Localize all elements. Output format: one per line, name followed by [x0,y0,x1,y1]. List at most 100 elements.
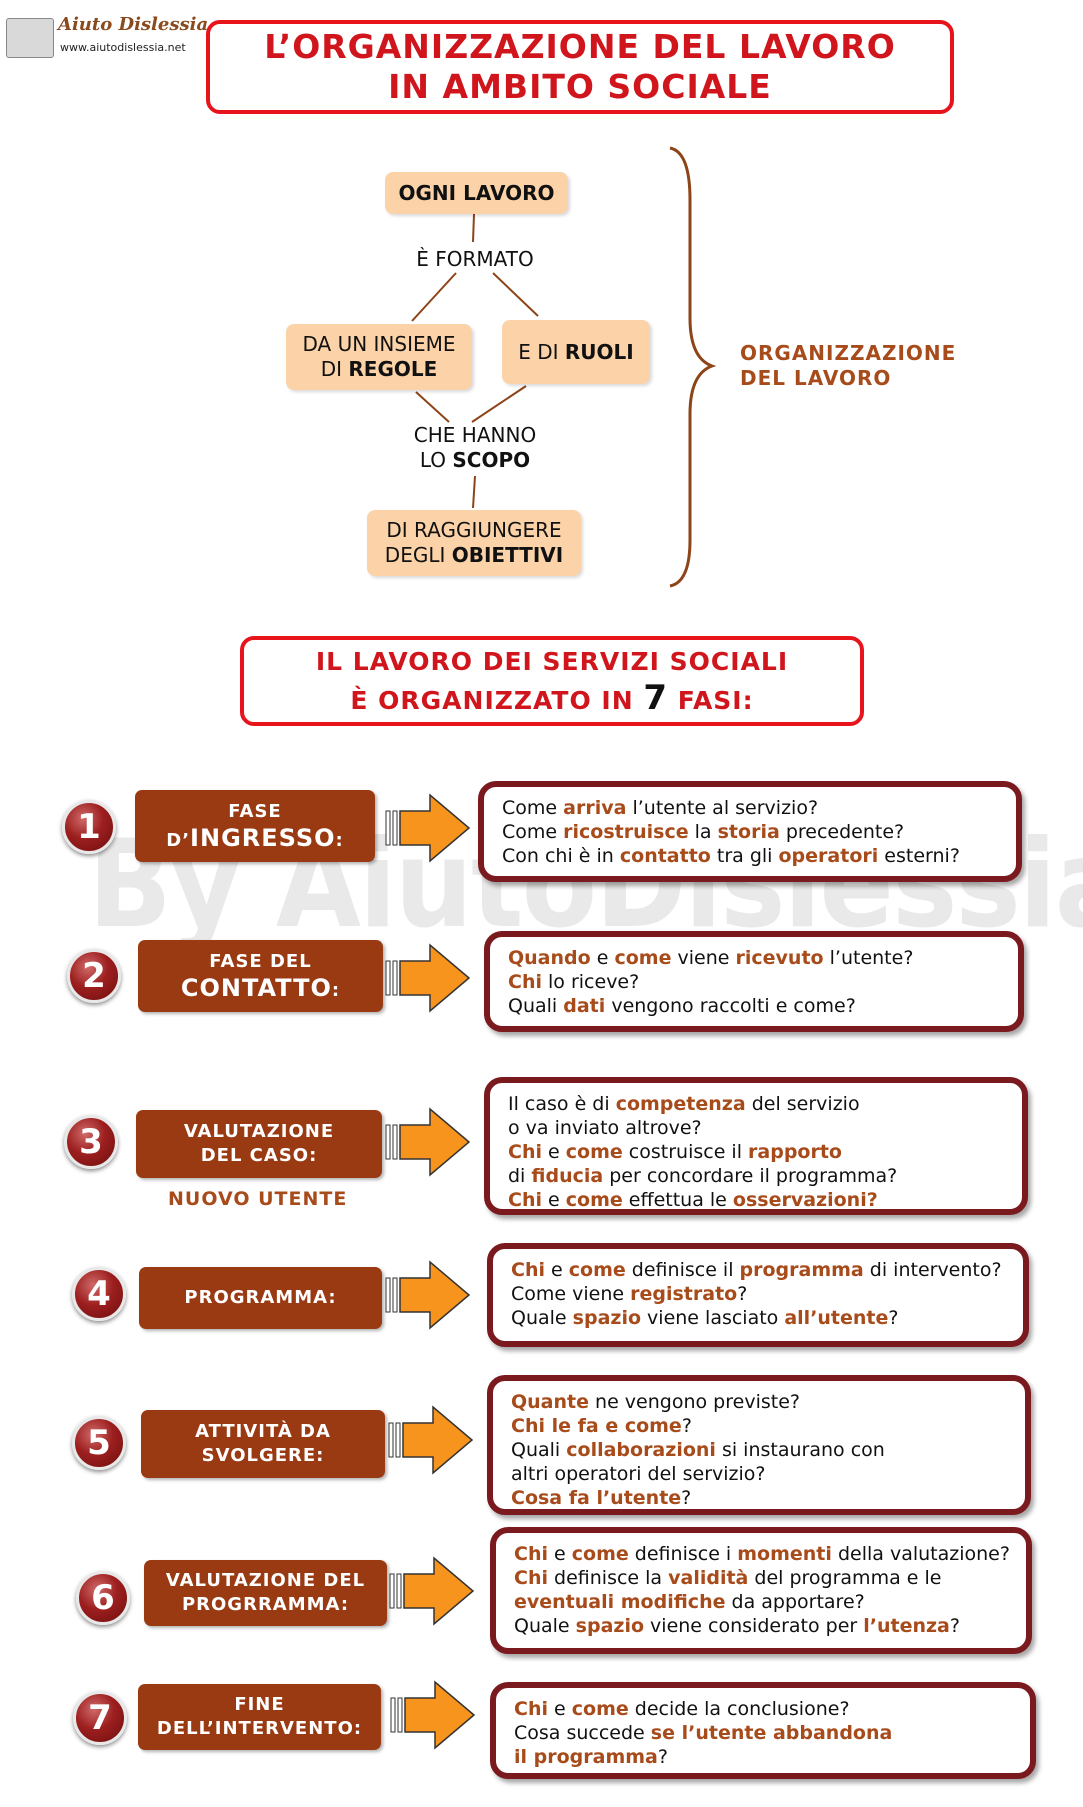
question-line: eventuali modifiche da apportare? [514,1590,1026,1614]
questions-box-1: Come arriva l’utente al servizio?Come ri… [478,781,1022,882]
phase-label-5: ATTIVITÀ DA SVOLGERE: [141,1410,385,1478]
keyword: all’utente [784,1307,889,1329]
question-text: esterni? [878,845,960,867]
question-text: costruisce il [622,1141,749,1163]
keyword: come [568,1259,626,1281]
question-text: del programma e le [748,1567,942,1589]
connector-line [472,213,475,243]
question-text: Come viene [511,1283,631,1305]
question-line: altri operatori del servizio? [511,1462,1025,1486]
keyword: Chi [514,1567,548,1589]
question-text: Quale [511,1307,573,1329]
connector-line [411,272,457,322]
keyword: collaborazioni [566,1439,716,1461]
question-text: per concordare il programma? [603,1165,898,1187]
subtitle-box: IL LAVORO DEI SERVIZI SOCIALI È ORGANIZZ… [240,636,864,726]
question-text: ? [949,1615,960,1637]
question-line: Cosa succede se l’utente abbandona [514,1721,1030,1745]
keyword: osservazioni? [732,1189,878,1211]
keyword: Chi [514,1698,548,1720]
question-text: Il caso è di [508,1093,616,1115]
question-text: Come [502,821,564,843]
keyword: se l’utente abbandona [650,1722,893,1744]
question-text: Cosa succede [514,1722,651,1744]
keyword: eventuali modifiche [514,1591,726,1613]
question-text: Come [502,797,564,819]
subtitle-line-1: IL LAVORO DEI SERVIZI SOCIALI [315,646,789,676]
question-line: Cosa fa l’utente? [511,1486,1025,1509]
question-text: si instaurano con [715,1439,885,1461]
question-text: e [541,1189,566,1211]
question-text: definisce il [625,1259,740,1281]
question-line: Quale spazio viene lasciato all’utente? [511,1306,1023,1330]
title-line-2: IN AMBITO SOCIALE [388,67,772,106]
question-text: ? [888,1307,899,1329]
questions-box-5: Quante ne vengono previste?Chi le fa e c… [487,1375,1031,1515]
question-line: Chi le fa e come? [511,1414,1025,1438]
question-line: Quali dati vengono raccolti e come? [508,994,1018,1018]
keyword: ricostruisce [563,821,689,843]
connector-line [492,272,539,317]
keyword: spazio [575,1615,645,1637]
phase-number-3: 3 [64,1115,118,1169]
keyword: come [565,1189,623,1211]
keyword: come [571,1698,629,1720]
keyword: Quando [508,947,591,969]
arrow-icon [385,1260,471,1330]
question-line: Chi definisce la validità del programma … [514,1566,1026,1590]
page-title: L’ORGANIZZAZIONE DEL LAVORO IN AMBITO SO… [206,20,954,114]
logo-title: Aiuto Dislessia [58,14,209,35]
question-line: Il caso è di competenza del servizio [508,1092,1022,1116]
question-text: ne vengono previste? [589,1391,800,1413]
label-e-formato: È FORMATO [416,247,534,271]
question-text: viene lasciato [641,1307,785,1329]
keyword: Chi [511,1259,545,1281]
keyword: Chi le fa e come [511,1415,682,1437]
node-ogni-lavoro: OGNI LAVORO [385,172,568,214]
questions-box-4: Chi e come definisce il programma di int… [487,1243,1029,1347]
phase-number-5: 5 [72,1416,126,1470]
keyword: momenti [737,1543,832,1565]
keyword: competenza [615,1093,746,1115]
arrow-icon [385,1107,471,1177]
subtitle-line-2: È ORGANIZZATO IN 7 FASI: [350,677,754,718]
keyword: operatori [778,845,879,867]
question-text: di intervento? [863,1259,1002,1281]
keyword: Chi [514,1543,548,1565]
phase-label-2: FASE DEL CONTATTO: [138,940,383,1012]
question-text: l’utente? [823,947,914,969]
keyword: fiducia [531,1165,604,1187]
question-text: viene [671,947,736,969]
phase-label-4: PROGRAMMA: [139,1267,382,1329]
keyword: spazio [572,1307,642,1329]
phase-label-6: VALUTAZIONE DEL PROGRRAMMA: [144,1560,387,1626]
keyword: Quante [511,1391,589,1413]
question-text: definisce la [547,1567,669,1589]
questions-box-2: Quando e come viene ricevuto l’utente?Ch… [484,931,1024,1032]
arrow-icon [389,1556,475,1626]
question-line: Chi e come costruisce il rapporto [508,1140,1022,1164]
phase-label-7: FINE DELL’INTERVENTO: [138,1684,381,1750]
question-text: Quale [514,1615,576,1637]
keyword: programma [739,1259,864,1281]
question-line: Con chi è in contatto tra gli operatori … [502,844,1016,868]
question-line: Quale spazio viene considerato per l’ute… [514,1614,1026,1638]
curly-brace [669,146,717,588]
question-text: ? [737,1283,748,1305]
question-line: Chi e come decide la conclusione? [514,1697,1030,1721]
question-line: Quali collaborazioni si instaurano con [511,1438,1025,1462]
question-text: o va inviato altrove? [508,1117,702,1139]
phase-number-4: 4 [72,1267,126,1321]
keyword: come [614,947,672,969]
question-line: Come ricostruisce la storia precedente? [502,820,1016,844]
node-regole: DA UN INSIEME DI REGOLE [286,324,472,390]
label-scopo: CHE HANNO LO SCOPO [413,423,537,472]
keyword: ricevuto [735,947,824,969]
question-line: Chi e come definisce i momenti della val… [514,1542,1026,1566]
question-line: Chi e come effettua le osservazioni? [508,1188,1022,1211]
question-text: ? [681,1487,692,1509]
question-text: lo riceve? [541,971,640,993]
question-text: e [547,1543,572,1565]
keyword: l’utenza [863,1615,950,1637]
